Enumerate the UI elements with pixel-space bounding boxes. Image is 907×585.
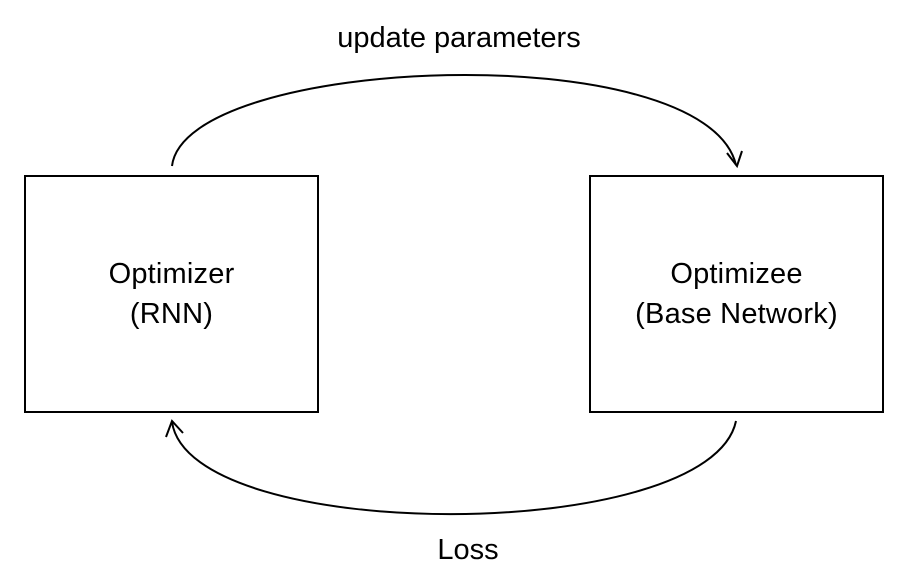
optimizee-node: Optimizee (Base Network) [589,175,884,413]
update-parameters-label: update parameters [337,22,581,54]
loss-arrow [171,420,737,516]
loss-label: Loss [437,534,499,566]
loss-arrowhead [165,419,184,438]
optimizer-title: Optimizer [108,258,235,290]
update-parameters-arrow [171,74,737,167]
optimizer-node: Optimizer (RNN) [24,175,319,413]
optimizer-subtitle: (RNN) [129,298,214,330]
optimizee-title: Optimizee [670,258,803,290]
update-parameters-arrowhead [726,150,743,169]
optimizee-subtitle: (Base Network) [635,298,838,330]
